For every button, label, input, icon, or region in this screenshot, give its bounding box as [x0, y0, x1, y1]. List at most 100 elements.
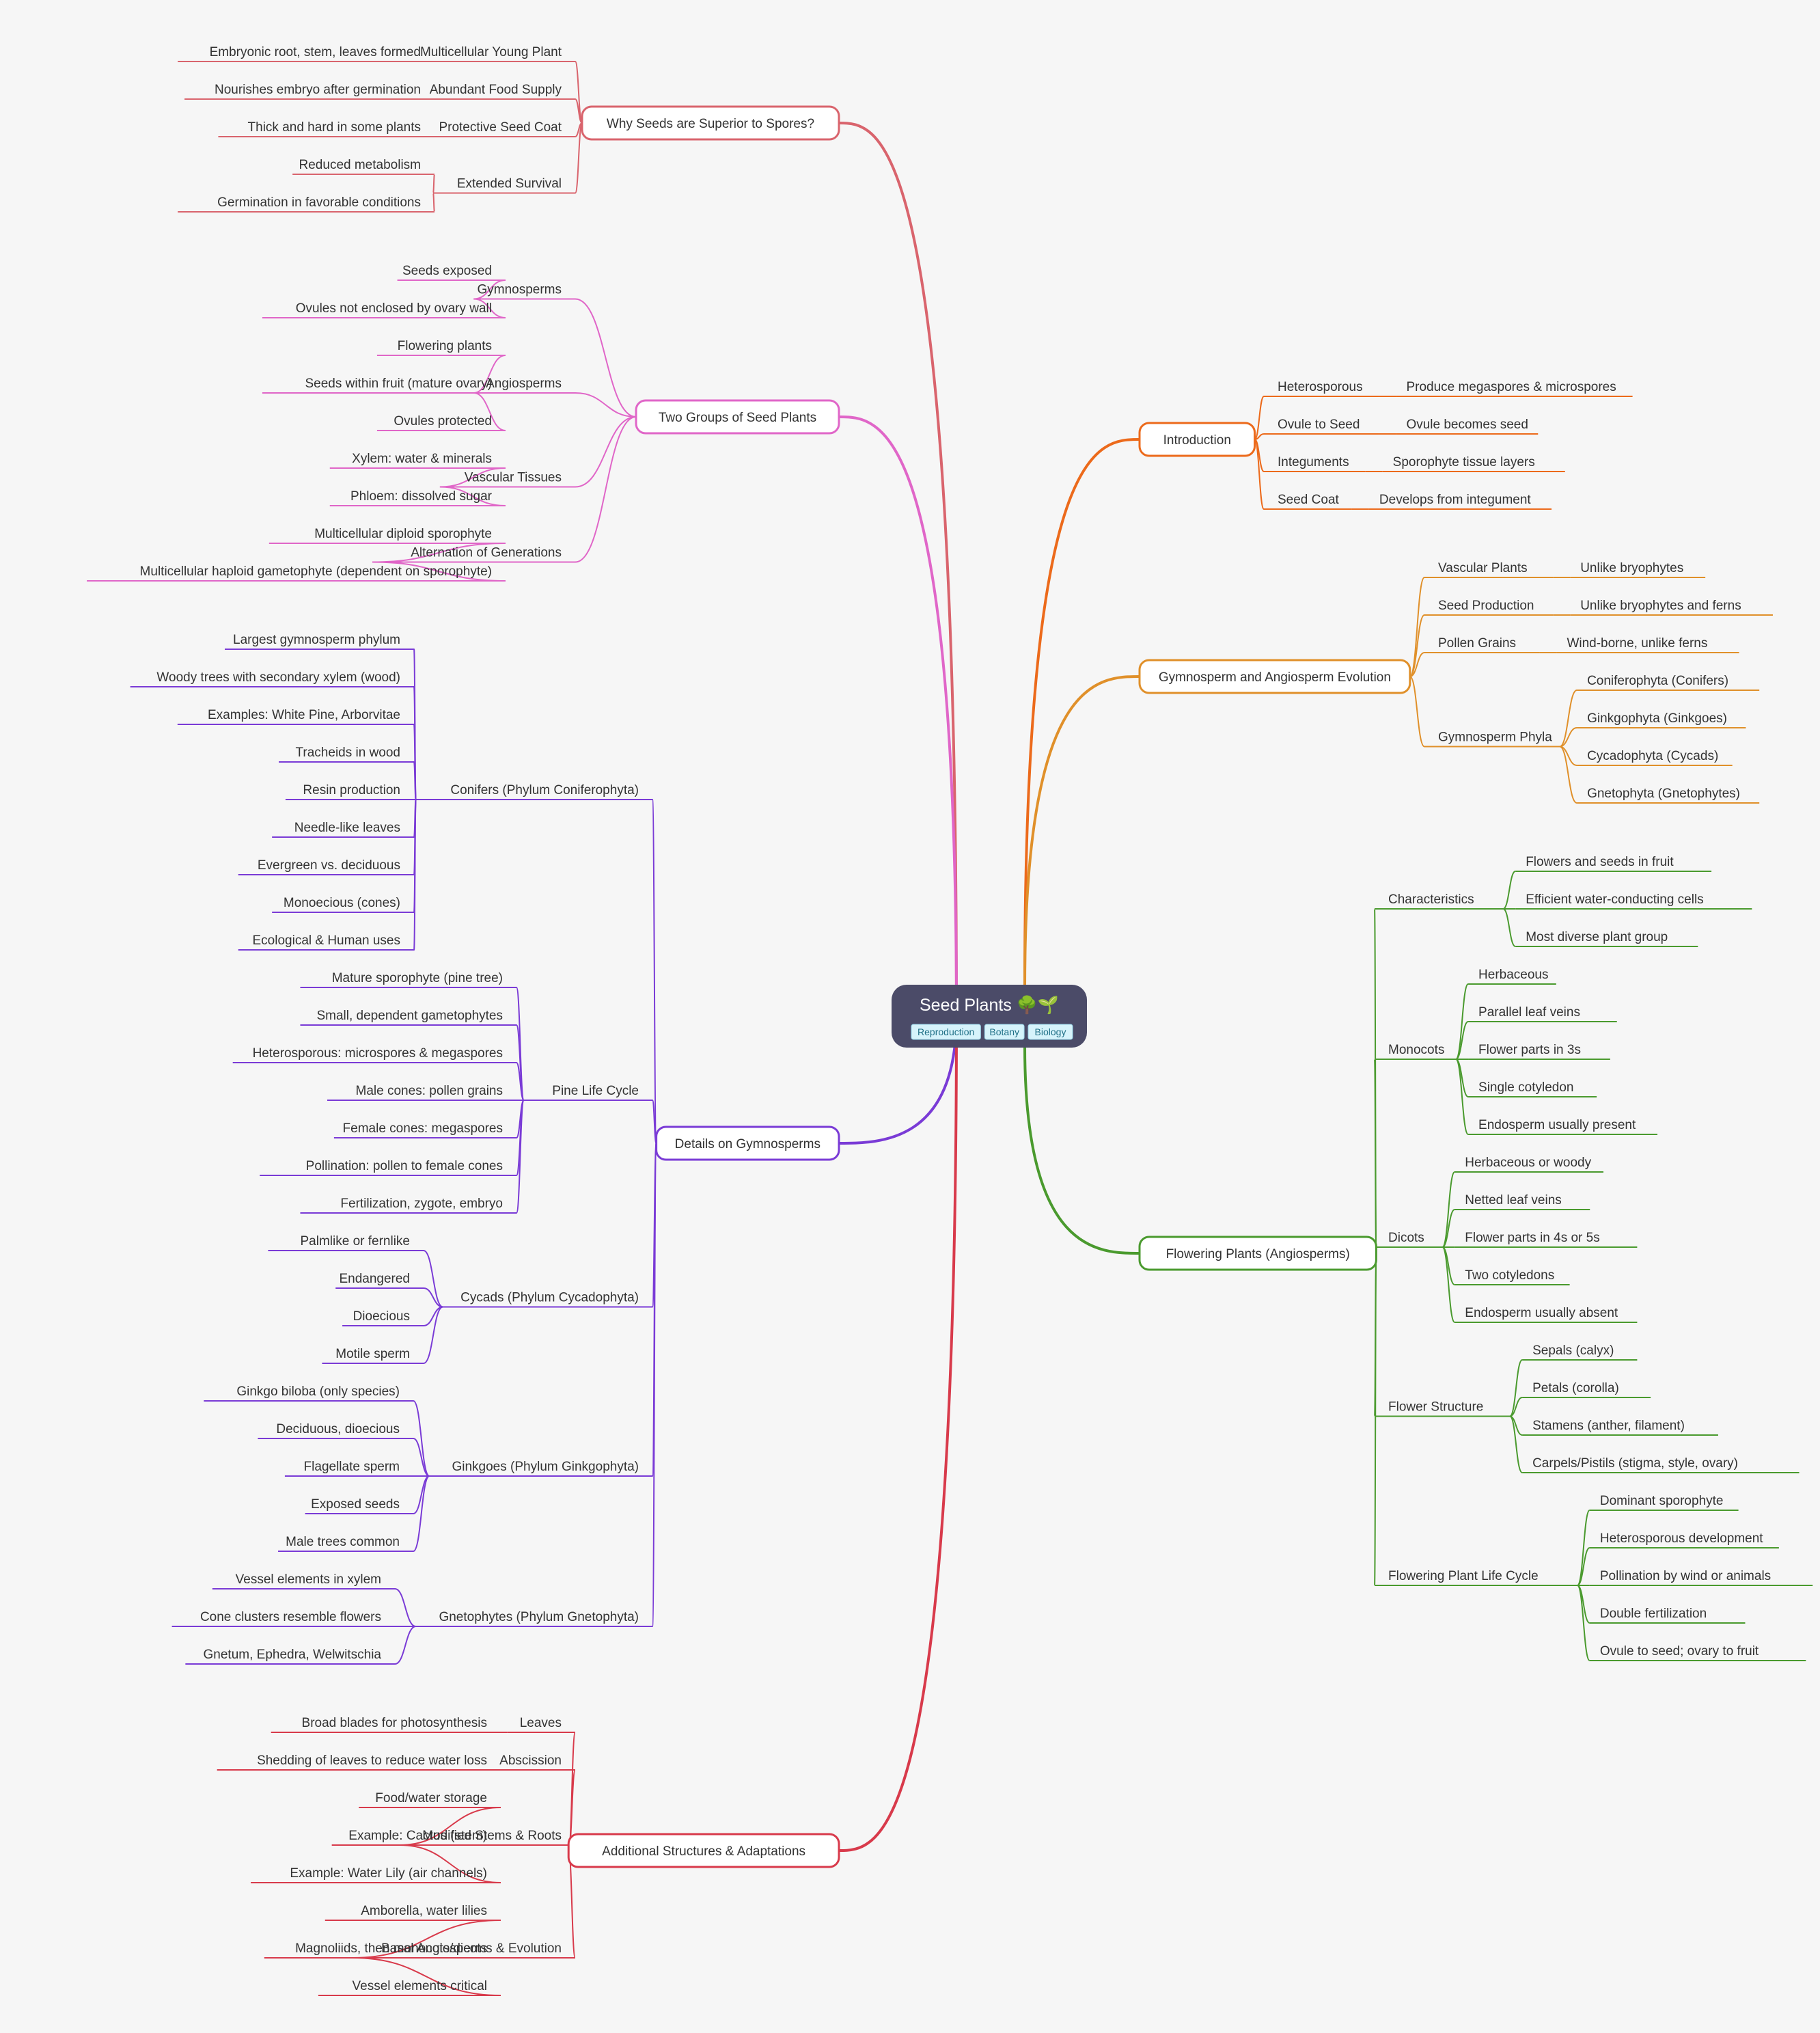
leaf-topic[interactable]: Reduced metabolism [299, 158, 421, 172]
leaf-topic[interactable]: Multicellular haploid gametophyte (depen… [140, 564, 492, 579]
leaf-topic[interactable]: Endosperm usually present [1478, 1118, 1636, 1132]
leaf-topic[interactable]: Cycadophyta (Cycads) [1587, 749, 1718, 763]
branch-topic[interactable]: Additional Structures & Adaptations [567, 1833, 840, 1868]
branch-topic[interactable]: Gymnosperm and Angiosperm Evolution [1138, 659, 1411, 694]
leaf-topic[interactable]: Gnetophyta (Gnetophytes) [1587, 787, 1740, 801]
leaf-topic[interactable]: Sepals (calyx) [1532, 1343, 1614, 1358]
leaf-topic[interactable]: Male cones: pollen grains [356, 1084, 503, 1098]
subtopic[interactable]: Multicellular Young Plant [420, 45, 562, 59]
subtopic[interactable]: Cycads (Phylum Cycadophyta) [460, 1291, 639, 1305]
subtopic[interactable]: Alternation of Generations [411, 546, 562, 560]
leaf-topic[interactable]: Coniferophyta (Conifers) [1587, 674, 1728, 688]
leaf-topic[interactable]: Ovule becomes seed [1406, 418, 1528, 432]
leaf-topic[interactable]: Stamens (anther, filament) [1532, 1419, 1685, 1433]
leaf-topic[interactable]: Broad blades for photosynthesis [302, 1716, 487, 1730]
leaf-topic[interactable]: Develops from integument [1379, 493, 1531, 507]
subtopic[interactable]: Ovule to Seed [1278, 418, 1360, 432]
leaf-topic[interactable]: Tracheids in wood [296, 746, 400, 760]
branch-topic[interactable]: Two Groups of Seed Plants [635, 399, 840, 435]
leaf-topic[interactable]: Ovules not enclosed by ovary wall [296, 301, 492, 316]
leaf-topic[interactable]: Female cones: megaspores [343, 1121, 503, 1136]
leaf-topic[interactable]: Single cotyledon [1478, 1080, 1573, 1095]
leaf-topic[interactable]: Heterosporous: microspores & megaspores [253, 1046, 503, 1061]
leaf-topic[interactable]: Amborella, water lilies [361, 1904, 487, 1918]
leaf-topic[interactable]: Flowers and seeds in fruit [1526, 855, 1674, 869]
leaf-topic[interactable]: Ovules protected [394, 414, 492, 428]
leaf-topic[interactable]: Flowering plants [398, 339, 492, 353]
subtopic[interactable]: Integuments [1278, 455, 1349, 469]
leaf-topic[interactable]: Endangered [339, 1272, 410, 1286]
leaf-topic[interactable]: Dioecious [353, 1309, 410, 1324]
leaf-topic[interactable]: Phloem: dissolved sugar [350, 489, 493, 504]
leaf-topic[interactable]: Parallel leaf veins [1478, 1005, 1580, 1020]
leaf-topic[interactable]: Flagellate sperm [304, 1460, 400, 1474]
leaf-topic[interactable]: Shedding of leaves to reduce water loss [257, 1754, 487, 1768]
leaf-topic[interactable]: Unlike bryophytes [1580, 561, 1683, 575]
subtopic[interactable]: Vascular Tissues [465, 471, 562, 485]
subtopic[interactable]: Ginkgoes (Phylum Ginkgophyta) [452, 1460, 639, 1474]
leaf-topic[interactable]: Herbaceous [1478, 968, 1548, 982]
leaf-topic[interactable]: Palmlike or fernlike [301, 1234, 411, 1249]
leaf-topic[interactable]: Petals (corolla) [1532, 1381, 1619, 1395]
leaf-topic[interactable]: Carpels/Pistils (stigma, style, ovary) [1532, 1456, 1738, 1471]
leaf-topic[interactable]: Motile sperm [335, 1347, 410, 1361]
leaf-topic[interactable]: Ecological & Human uses [253, 933, 401, 948]
subtopic[interactable]: Modified Stems & Roots [422, 1829, 562, 1843]
leaf-topic[interactable]: Examples: White Pine, Arborvitae [208, 708, 400, 722]
leaf-topic[interactable]: Mature sporophyte (pine tree) [332, 971, 503, 985]
leaf-topic[interactable]: Food/water storage [375, 1791, 487, 1805]
leaf-topic[interactable]: Example: Water Lily (air channels) [290, 1866, 487, 1881]
subtopic[interactable]: Pine Life Cycle [552, 1084, 639, 1098]
leaf-topic[interactable]: Vessel elements in xylem [236, 1572, 381, 1587]
leaf-topic[interactable]: Woody trees with secondary xylem (wood) [156, 670, 400, 685]
leaf-topic[interactable]: Thick and hard in some plants [248, 120, 421, 135]
subtopic[interactable]: Flower Structure [1388, 1400, 1483, 1415]
leaf-topic[interactable]: Nourishes embryo after germination [215, 83, 421, 97]
leaf-topic[interactable]: Largest gymnosperm phylum [233, 633, 400, 647]
leaf-topic[interactable]: Cone clusters resemble flowers [200, 1610, 381, 1624]
subtopic[interactable]: Conifers (Phylum Coniferophyta) [450, 783, 639, 797]
leaf-topic[interactable]: Two cotyledons [1465, 1268, 1554, 1283]
leaf-topic[interactable]: Produce megaspores & microspores [1406, 380, 1616, 394]
subtopic[interactable]: Gymnosperm Phyla [1438, 731, 1552, 745]
leaf-topic[interactable]: Resin production [303, 783, 400, 797]
subtopic[interactable]: Leaves [520, 1716, 562, 1730]
subtopic[interactable]: Angiosperms [486, 377, 562, 391]
tag-chip[interactable]: Botany [984, 1024, 1025, 1040]
leaf-topic[interactable]: Male trees common [286, 1535, 400, 1549]
branch-topic[interactable]: Flowering Plants (Angiosperms) [1138, 1236, 1377, 1271]
subtopic[interactable]: Gnetophytes (Phylum Gnetophyta) [439, 1610, 639, 1624]
subtopic[interactable]: Basal Angiosperms & Evolution [381, 1941, 562, 1956]
leaf-topic[interactable]: Ovule to seed; ovary to fruit [1600, 1644, 1759, 1659]
leaf-topic[interactable]: Double fertilization [1600, 1607, 1707, 1621]
leaf-topic[interactable]: Flower parts in 3s [1478, 1043, 1581, 1057]
leaf-topic[interactable]: Fertilization, zygote, embryo [340, 1197, 503, 1211]
leaf-topic[interactable]: Vessel elements critical [353, 1979, 487, 1993]
subtopic[interactable]: Vascular Plants [1438, 561, 1528, 575]
leaf-topic[interactable]: Pollination by wind or animals [1600, 1569, 1771, 1583]
subtopic[interactable]: Characteristics [1388, 892, 1474, 907]
leaf-topic[interactable]: Endosperm usually absent [1465, 1306, 1618, 1320]
subtopic[interactable]: Gymnosperms [477, 283, 562, 297]
subtopic[interactable]: Seed Production [1438, 599, 1534, 613]
leaf-topic[interactable]: Seeds within fruit (mature ovary) [305, 377, 493, 391]
subtopic[interactable]: Pollen Grains [1438, 636, 1516, 651]
branch-topic[interactable]: Details on Gymnosperms [655, 1125, 840, 1161]
leaf-topic[interactable]: Heterosporous development [1600, 1531, 1763, 1546]
leaf-topic[interactable]: Multicellular diploid sporophyte [314, 527, 492, 541]
subtopic[interactable]: Flowering Plant Life Cycle [1388, 1569, 1539, 1583]
leaf-topic[interactable]: Most diverse plant group [1526, 930, 1668, 944]
leaf-topic[interactable]: Dominant sporophyte [1600, 1494, 1724, 1508]
leaf-topic[interactable]: Efficient water-conducting cells [1526, 892, 1704, 907]
leaf-topic[interactable]: Pollination: pollen to female cones [306, 1159, 503, 1173]
leaf-topic[interactable]: Germination in favorable conditions [217, 195, 421, 210]
branch-topic[interactable]: Why Seeds are Superior to Spores? [581, 105, 840, 141]
tag-chip[interactable]: Reproduction [911, 1024, 981, 1040]
leaf-topic[interactable]: Xylem: water & minerals [352, 452, 492, 466]
leaf-topic[interactable]: Needle-like leaves [294, 821, 400, 835]
leaf-topic[interactable]: Small, dependent gametophytes [316, 1009, 503, 1023]
subtopic[interactable]: Extended Survival [457, 177, 562, 191]
leaf-topic[interactable]: Ginkgo biloba (only species) [236, 1384, 400, 1399]
leaf-topic[interactable]: Unlike bryophytes and ferns [1580, 599, 1741, 613]
